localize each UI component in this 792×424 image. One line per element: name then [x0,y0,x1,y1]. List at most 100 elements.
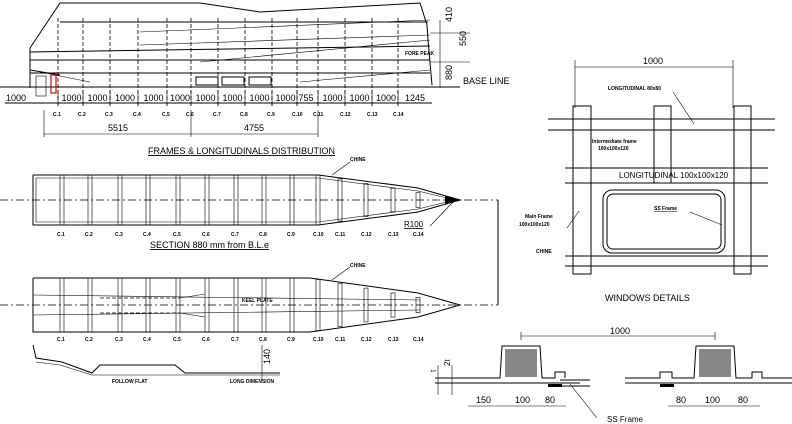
section-frame-label: C.5 [173,232,181,238]
section-ss-frame-label: SS Frame [607,415,644,424]
window-section: 1000 t 2t 150 100 80 80 100 80 SS Frame [429,326,792,424]
window-width-dim: 1000 [643,56,663,66]
profile-frame-label: C.8 [240,112,248,118]
chine-label-bottom: CHINE [350,263,366,269]
profile-frame-label: C.12 [340,112,351,118]
bottom-frame [87,277,93,333]
section-frame [289,174,295,226]
profile-frame-label: C.5 [162,112,170,118]
section-frame-label: C.6 [202,232,210,238]
base-line-label: BASE LINE [463,76,510,86]
section-frame [59,174,65,226]
left-dim-80: 80 [545,395,555,405]
radius-label: R100 [404,220,424,229]
section-frame [315,174,321,226]
frame-spacing-dim: 1000 [115,93,135,103]
bottom-frame-label: C.12 [361,337,372,343]
frame-spacing-dim: 1000 [88,93,108,103]
bottom-frame [363,287,369,323]
section-frame-label: C.2 [85,232,93,238]
bottom-frame-label: C.8 [259,337,267,343]
main-frame-label: Main Frame [525,214,553,220]
section-frame [117,174,123,226]
section-frame-label: C.3 [115,232,123,238]
profile-title: FRAMES & LONGITUDINALS DISTRIBUTION [148,146,335,156]
height-dim-880: 880 [444,65,454,80]
bottom-frame [261,277,267,333]
height-dim-410: 410 [444,7,454,22]
window-details-title: WINDOWS DETAILS [605,293,690,303]
frame-spacing-dim: 1000 [62,93,82,103]
overall-dim-aft: 5515 [108,123,128,133]
frame-spacing-dim: 1000 [170,93,190,103]
bottom-frame-label: C.10 [313,337,324,343]
section-frame-label: C.9 [287,232,295,238]
bottom-frame [204,277,210,333]
bottom-frame [390,292,396,318]
longitudinal-small-label: LONGITUDINAL 80x80 [608,86,661,92]
bottom-frame [145,277,151,333]
bottom-frame-label: C.6 [202,337,210,343]
frame-spacing-dim: 1000 [196,93,216,103]
bottom-frame-label: C.3 [115,337,123,343]
section-frame [337,178,343,222]
section-frame [87,174,93,226]
profile-frame-label: C.3 [105,112,113,118]
window-glass-left [505,349,537,377]
profile-frame-label: C.9 [267,112,275,118]
aft-dim: 1000 [6,93,26,103]
chine-label: CHINE [350,157,366,163]
right-dim-100: 100 [705,395,720,405]
section-frame [145,174,151,226]
keel-label-right: LONG DIMENSION [230,379,275,385]
section-frame-label: C.13 [388,232,399,238]
bottom-frame [337,283,343,327]
main-frame-size: 100x100x120 [519,222,550,228]
ss-frame-label: SS Frame [654,206,677,212]
intermediate-frame-label: Intermediate frame [592,139,637,145]
section-frame-label: C.1 [57,232,65,238]
frame-spacing-dim: 755 [299,93,314,103]
frame-spacing-dim: 1000 [276,93,296,103]
frame-spacing-dim: 1000 [250,93,270,103]
section-frame-label: C.14 [413,232,424,238]
left-dim-150: 150 [476,395,491,405]
longitudinal-large-label: LONGITUDINAL 100x100x120 [619,171,729,180]
bottom-frame-label: C.7 [231,337,239,343]
bottom-frame [233,277,239,333]
right-dim-80a: 80 [676,395,686,405]
section-title: SECTION 880 mm from B.L.e [150,240,269,250]
window-detail: 1000 LONGITUDINAL 80x80 Intermediate fra… [519,56,775,303]
bottom-frame-label: C.11 [335,337,346,343]
bottom-frame-label: C.5 [173,337,181,343]
thickness-2t: 2t [443,359,452,366]
profile-frame-label: C.6 [186,112,194,118]
section-frame [233,174,239,226]
frame-spacing-dim: 1245 [405,93,425,103]
bottom-frame-label: C.9 [287,337,295,343]
fore-peak-label: FORE PEAK [405,51,435,57]
bottom-frame-label: C.2 [85,337,93,343]
overall-dim-fore: 4755 [244,123,264,133]
section-frame [261,174,267,226]
frame-spacing-dim: 1000 [376,93,396,103]
profile-frame-label: C.4 [133,112,141,118]
section-frame-label: C.8 [259,232,267,238]
bottom-frame [415,297,421,313]
keel-profile: 140 FOLLOW FLAT LONG DIMENSION [32,344,280,385]
frame-spacing-dim: 1000 [350,93,370,103]
red-marker [50,74,57,94]
profile-frame-label: C.2 [78,112,86,118]
section-frame-label: C.12 [361,232,372,238]
bottom-frame [315,279,321,331]
window-chine-label: CHINE [536,249,552,255]
thickness-t: t [429,369,438,372]
section-frame-label: C.4 [143,232,151,238]
height-dim-550: 550 [458,31,468,46]
bottom-frame-label: C.4 [143,337,151,343]
bottom-frame-label: C.14 [413,337,424,343]
bottom-frame [175,277,181,333]
